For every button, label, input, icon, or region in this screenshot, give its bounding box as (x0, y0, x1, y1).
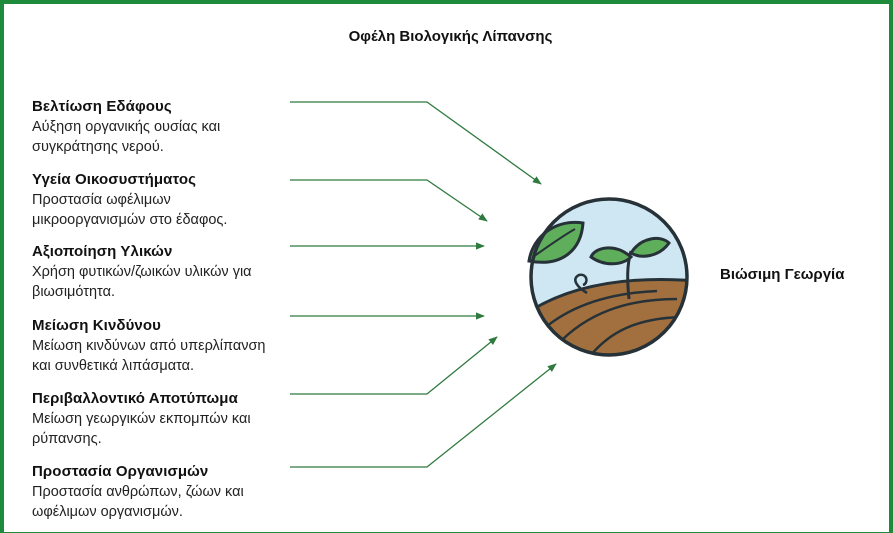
benefit-item: Υγεία Οικοσυστήματος Προστασία ωφέλιμων … (32, 170, 352, 230)
benefit-title: Μείωση Κινδύνου (32, 317, 161, 334)
benefit-description-line: και συνθετικά λιπάσματα. (32, 358, 195, 374)
benefit-description-line: ρύπανσης. (32, 431, 102, 447)
benefit-item: Βελτίωση Εδάφους Αύξηση οργανικής ουσίας… (32, 97, 352, 157)
benefit-description-line: Μείωση κινδύνων από υπερλίπανση (32, 338, 266, 354)
benefit-description-line: Χρήση φυτικών/ζωικών υλικών για (32, 264, 252, 280)
connector-arrow (290, 363, 557, 468)
benefit-title: Περιβαλλοντικό Αποτύπωμα (32, 390, 238, 407)
benefit-title: Υγεία Οικοσυστήματος (32, 171, 197, 188)
connector-arrow (290, 179, 488, 222)
benefit-description-line: Αύξηση οργανικής ουσίας και (32, 119, 221, 135)
benefit-description-line: συγκράτησης νερού. (32, 139, 164, 155)
seedling-in-field-icon (527, 197, 689, 357)
connector-arrow (290, 336, 498, 395)
benefit-title: Βελτίωση Εδάφους (32, 98, 172, 115)
benefit-item: Προστασία Οργανισμών Προστασία ανθρώπων,… (32, 462, 352, 522)
connector-arrow (290, 101, 542, 185)
benefit-description-line: Προστασία ανθρώπων, ζώων και (32, 484, 244, 500)
benefit-item: Περιβαλλοντικό Αποτύπωμα Μείωση γεωργικώ… (32, 389, 352, 449)
benefit-description-line: Μείωση γεωργικών εκπομπών και (32, 411, 251, 427)
benefit-description-line: ωφέλιμων οργανισμών. (32, 504, 183, 520)
benefit-title: Προστασία Οργανισμών (32, 463, 209, 480)
benefit-description-line: Προστασία ωφέλιμων (32, 192, 171, 208)
benefit-title: Αξιοποίηση Υλικών (32, 243, 173, 260)
benefit-item: Μείωση Κινδύνου Μείωση κινδύνων από υπερ… (32, 316, 352, 376)
benefit-description-line: μικροοργανισμών στο έδαφος. (32, 212, 228, 228)
diagram-title: Οφέλη Βιολογικής Λίπανσης (348, 28, 553, 45)
target-label: Βιώσιμη Γεωργία (720, 266, 845, 283)
benefit-description-line: βιωσιμότητα. (32, 284, 115, 300)
benefit-item: Αξιοποίηση Υλικών Χρήση φυτικών/ζωικών υ… (32, 242, 352, 302)
